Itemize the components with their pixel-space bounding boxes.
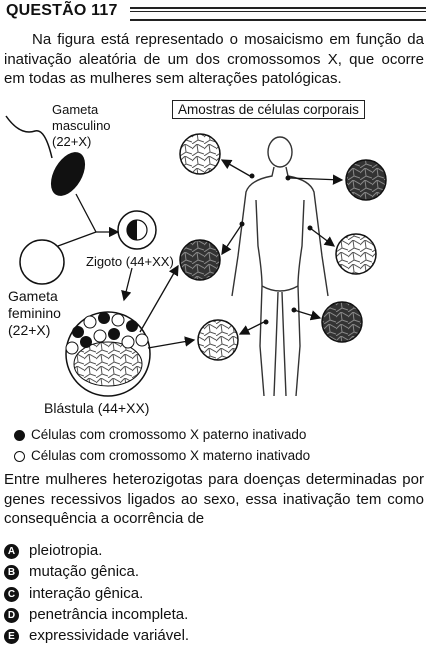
legend-paternal: Células com cromossomo X paterno inativa… (14, 427, 306, 442)
legend-maternal: Células com cromossomo X materno inativa… (14, 448, 310, 463)
human-figure (231, 136, 329, 397)
sample-cell-dark-3 (321, 301, 363, 343)
sample-cell-mosaic-3 (197, 319, 239, 361)
legend-paternal-text: Células com cromossomo X paterno inativa… (31, 427, 307, 442)
zygote-label: Zigoto (44+XX) (86, 254, 174, 269)
blastula-label: Blástula (44+XX) (44, 400, 150, 416)
option-d-text: penetrância incompleta. (29, 605, 189, 623)
sample-cell-dark-2 (179, 239, 221, 281)
option-d-badge: D (4, 607, 19, 623)
blastula (65, 311, 151, 397)
sperm-tail (5, 115, 53, 159)
sample-cell-dark-1 (345, 159, 387, 201)
header-rule (130, 7, 426, 21)
female-gamete-label: Gameta feminino (22+X) (8, 288, 61, 338)
empty-dot-icon (14, 451, 25, 462)
sperm-head (50, 152, 86, 196)
question-header: QUESTÃO 117 (2, 0, 428, 22)
question-title: QUESTÃO 117 (6, 2, 118, 19)
option-b-badge: B (4, 565, 19, 581)
samples-title: Amostras de células corporais (172, 100, 365, 119)
egg-cell (19, 239, 65, 285)
option-e-text: expressividade variável. (29, 627, 190, 645)
option-a-text: pleiotropia. (29, 542, 103, 559)
male-gamete-label: Gameta masculino (22+X) (52, 102, 111, 149)
figure-drawing (5, 115, 387, 397)
sample-cell-mosaic-1 (179, 133, 221, 175)
mosaicism-figure: Amostras de células corporais Gameta mas… (0, 96, 430, 418)
sample-cell-mosaic-2 (335, 233, 377, 275)
question-stem: Entre mulheres heterozigotas para doença… (4, 471, 424, 527)
question-intro: Na figura está representado o mosaicismo… (4, 31, 424, 87)
legend-maternal-text: Células com cromossomo X materno inativa… (31, 448, 311, 463)
option-c-text: interação gênica. (29, 584, 144, 602)
filled-dot-icon (14, 430, 25, 441)
option-a-badge: A (4, 544, 19, 559)
option-e-badge: E (4, 629, 19, 645)
option-c-badge: C (4, 586, 19, 602)
option-b-text: mutação gênica. (29, 563, 140, 581)
